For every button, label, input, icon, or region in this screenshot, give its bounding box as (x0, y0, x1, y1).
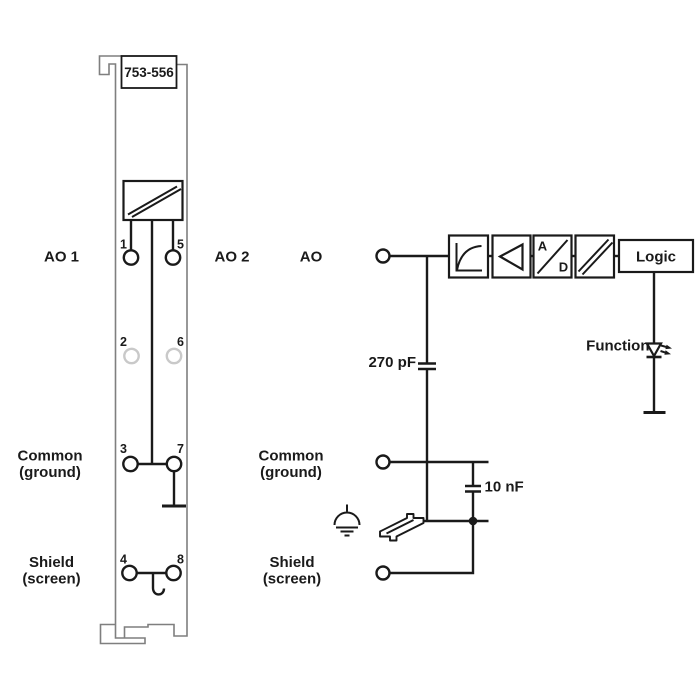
module-housing: 753-556 1 5 2 6 3 7 4 8 (98, 55, 188, 645)
module-outline-left (98, 55, 146, 645)
terminal-1-number: 1 (120, 238, 127, 252)
terminal-8-number: 8 (177, 553, 184, 567)
terminal-3 (122, 455, 139, 473)
label-shield-left: Shield (29, 554, 74, 571)
logic-block (617, 238, 695, 274)
label-common-mid: Common (259, 448, 324, 465)
label-ao: AO (300, 249, 323, 266)
common-terminal-point (375, 454, 391, 470)
function-label: Function (586, 338, 649, 355)
filter-cap-label: 270 pF (368, 354, 416, 371)
terminal-5 (164, 249, 182, 266)
terminal-2-number: 2 (120, 335, 127, 349)
terminal-6-number: 6 (177, 335, 184, 349)
terminal-7-number: 7 (177, 442, 184, 456)
label-ao1: AO 1 (44, 249, 79, 266)
logic-label: Logic (636, 249, 676, 266)
terminal-3-number: 3 (120, 442, 127, 456)
filter-cap-icon (418, 362, 436, 371)
din-rail-icon (379, 513, 425, 542)
module-outline-right (123, 63, 188, 638)
led-emission-arrows (660, 344, 672, 355)
label-shield-mid: Shield (269, 554, 314, 571)
ad-converter-slash (536, 239, 569, 275)
isolation-slash-icon (127, 185, 182, 218)
filter-curve-icon (455, 243, 482, 272)
led-icon (645, 342, 663, 359)
functional-earth-icon (333, 504, 361, 537)
isolation-block-slashes (577, 238, 614, 276)
converter-d-label: D (559, 260, 568, 275)
terminal-7 (165, 455, 183, 473)
shield-wire (389, 521, 475, 575)
isolation-block (574, 234, 616, 279)
ground-cap-icon (465, 484, 481, 493)
amplifier-triangle-icon (497, 242, 524, 272)
terminal-5-number: 5 (177, 238, 184, 252)
signal-labels: AO 1 AO 2 AO Common (ground) Common (gro… (18, 249, 324, 588)
part-number-plate (120, 55, 178, 89)
ground-cap-label: 10 nF (485, 479, 524, 496)
label-screen-left: (screen) (22, 571, 80, 588)
shield-terminal-point (375, 565, 391, 581)
label-ground-mid: (ground) (260, 464, 322, 481)
ao-terminal-point (375, 248, 391, 264)
label-common-left: Common (18, 448, 83, 465)
label-ground-left: (ground) (19, 464, 81, 481)
label-screen-mid: (screen) (263, 571, 321, 588)
terminal-4-number: 4 (120, 553, 127, 567)
internal-circuit: 270 pF A D Logic Function (333, 234, 695, 581)
label-ao2: AO 2 (214, 249, 249, 266)
part-number-label: 753-556 (124, 65, 174, 80)
converter-a-label: A (538, 239, 548, 254)
shield-hook-icon (151, 573, 166, 596)
terminal-8 (165, 564, 182, 582)
terminal-6 (165, 347, 183, 365)
terminal-1 (122, 249, 140, 266)
terminal-4 (121, 564, 138, 582)
terminal-2 (123, 347, 140, 365)
